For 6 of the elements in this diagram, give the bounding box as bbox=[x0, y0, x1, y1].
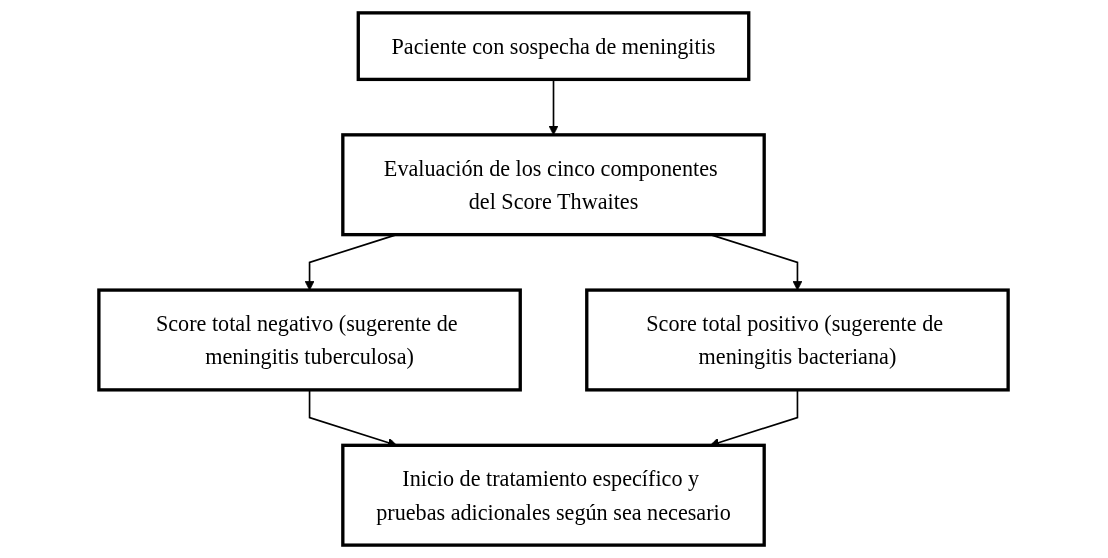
flowchart-drawing: Paciente con sospecha de meningitis Evaluación de los cinco componentes del Score Thwaites Score total negativo (sugerente de meningitis tuberculosa) Score total positivo (sugerente de meningitis bacteriana) Inicio de tratamiento específico y pruebas adicionales según sea necesario bbox=[90, 4, 1018, 554]
node-box bbox=[97, 288, 523, 392]
node-box bbox=[585, 288, 1011, 392]
node-box bbox=[357, 11, 751, 82]
node-box bbox=[341, 443, 767, 547]
node-box bbox=[341, 133, 767, 237]
